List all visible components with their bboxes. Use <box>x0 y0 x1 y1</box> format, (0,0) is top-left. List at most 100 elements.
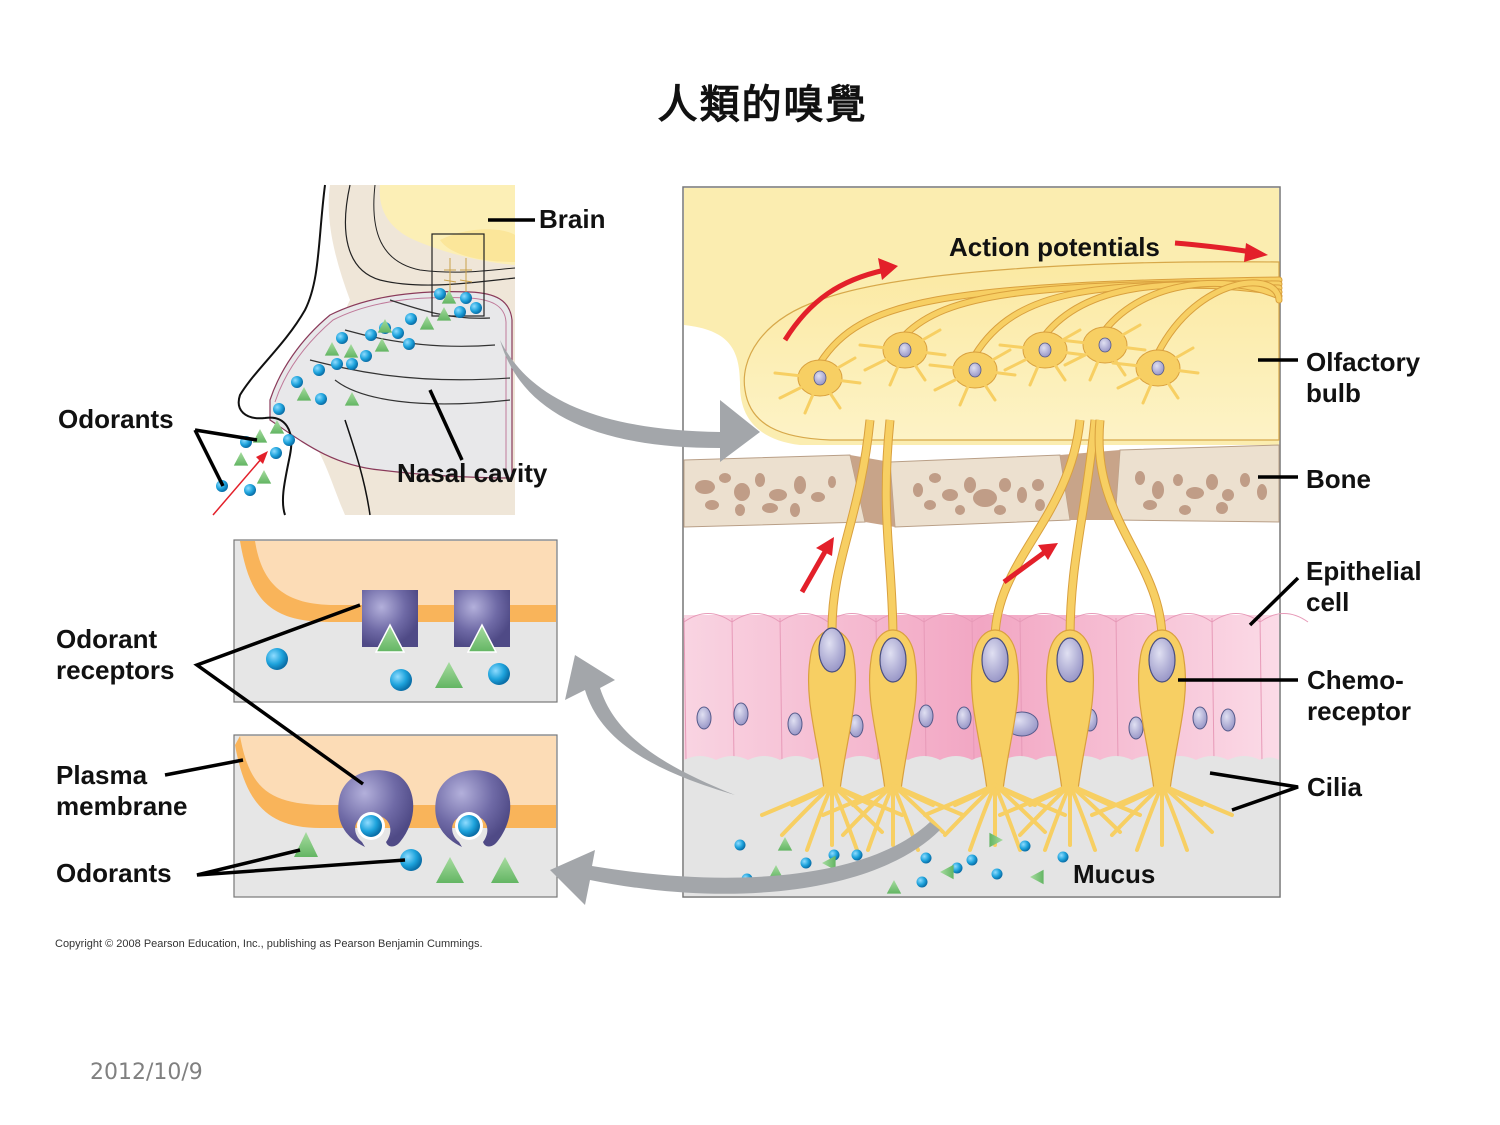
epithelial-cell-top <box>683 613 733 623</box>
leader-lines <box>164 218 1300 877</box>
epithelial-cell-border <box>1259 617 1263 761</box>
odorant-molecule-triangle <box>441 290 457 304</box>
cilium <box>891 783 935 807</box>
chemoreceptor-nucleus <box>1148 637 1176 683</box>
odorant-molecule-sphere <box>403 338 415 350</box>
chemoreceptor-axon-fill <box>828 419 874 631</box>
epithelial-cell-top <box>875 613 925 623</box>
bone-pore <box>1216 502 1228 514</box>
mitral-nucleus <box>968 362 982 378</box>
odorant-molecule-triangle <box>269 420 285 434</box>
cilium <box>953 783 997 807</box>
odorant-molecule-sphere <box>454 306 466 318</box>
chemoreceptor-axon-fill <box>991 419 1084 641</box>
bone-pore <box>1135 471 1145 485</box>
odorant-molecule-sphere <box>392 327 404 339</box>
bone-pore <box>1143 500 1157 510</box>
mitral-dendrite <box>973 348 1012 372</box>
cilium <box>1160 783 1189 852</box>
epithelial-cell-top <box>731 613 781 623</box>
odorant-molecule-triangle <box>324 342 340 356</box>
epithelial-cell-top <box>923 613 973 623</box>
bone-pore <box>955 505 965 515</box>
signal-arrow-axon-1 <box>799 548 829 594</box>
mitral-dendrite <box>903 348 947 357</box>
odorant-molecule-sphere <box>1019 840 1031 852</box>
odorant-molecule-triangle <box>377 319 393 333</box>
bone-pore <box>942 489 958 501</box>
odorant-molecule-sphere <box>270 447 282 459</box>
mitral-dendrite <box>1043 348 1087 357</box>
odorant-molecule-sphere <box>405 313 417 325</box>
cilium <box>830 783 859 852</box>
mitral-dendrite <box>863 348 907 372</box>
odorant-molecule-triangle <box>374 338 390 352</box>
odorant-molecule-sphere <box>460 292 472 304</box>
odorant-molecule-sphere <box>851 849 863 861</box>
epithelial-cell-border <box>731 617 735 761</box>
cilium <box>851 783 895 807</box>
mitral-axon-fill <box>1155 280 1282 356</box>
mucus-odorants <box>734 832 1069 894</box>
cilium <box>790 783 834 807</box>
chemoreceptor-nucleus <box>981 637 1009 683</box>
cilium <box>1068 783 1112 807</box>
label-odorants-head: Odorants <box>58 404 174 434</box>
bone-pore <box>1222 489 1234 501</box>
epithelial-cell-border <box>683 617 687 761</box>
mitral-dendrite <box>933 368 977 392</box>
odorant-receptor-bound <box>338 770 414 847</box>
mitral-dendrite <box>903 328 942 352</box>
odorant-molecule-sphere <box>966 854 978 866</box>
bone-pore <box>734 483 750 501</box>
odorant-molecule-triangle <box>940 864 954 880</box>
odorant-molecule-triangle <box>256 470 272 484</box>
epithelial-nucleus <box>787 712 803 736</box>
odorant-molecule-sphere <box>920 852 932 864</box>
odorant-molecule-sphere <box>313 364 325 376</box>
bone-pore <box>1032 479 1044 491</box>
bone-pore <box>994 505 1006 515</box>
epithelial-nucleus <box>733 702 749 726</box>
label-odorant-receptors-line2: receptors <box>56 655 175 685</box>
head-odorants <box>216 288 482 496</box>
odorant-molecule-sphere <box>315 393 327 405</box>
bone-pore <box>1186 487 1204 499</box>
odorant-molecule-sphere <box>470 302 482 314</box>
odorant-molecule-sphere <box>365 329 377 341</box>
chemoreceptor-nucleus <box>818 627 846 673</box>
mitral-nucleus <box>813 370 827 386</box>
odorant-molecule-triangle <box>989 832 1003 848</box>
cilium <box>1068 783 1097 852</box>
bone-pore <box>913 483 923 497</box>
epithelial-nucleus <box>956 706 972 730</box>
signal-arrow-axon-2 <box>1002 549 1047 585</box>
label-plasma-membrane-line2: membrane <box>56 791 188 821</box>
epithelial-nucleus <box>1220 708 1236 732</box>
cilium <box>830 783 874 807</box>
epithelial-cell-top <box>1259 613 1309 623</box>
bone-pore <box>1240 473 1250 487</box>
bone-pore <box>794 476 806 494</box>
odorant-molecule-sphere <box>360 350 372 362</box>
bone-pore <box>1206 474 1218 490</box>
label-action-potentials: Action potentials <box>949 232 1160 262</box>
bone-pore <box>1152 481 1164 499</box>
chemoreceptor-nucleus <box>1056 637 1084 683</box>
bone-pore <box>1173 474 1183 486</box>
odorant-molecule-sphere <box>283 434 295 446</box>
chemoreceptor-axon-fill <box>1066 419 1099 641</box>
chemoreceptor-nucleus <box>879 637 907 683</box>
flow-arrow-to-receptors-bottom <box>550 822 940 905</box>
epithelial-cell-top <box>1163 613 1213 623</box>
label-odorant-receptors-line1: Odorant <box>56 624 158 654</box>
label-chemoreceptor-line2: receptor <box>1307 696 1412 726</box>
slide-date: 2012/10/9 <box>90 1060 203 1085</box>
odorant-molecule-sphere <box>331 358 343 370</box>
cilium <box>1160 783 1204 807</box>
odorant-molecule-sphere <box>800 857 812 869</box>
epithelial-cell-border <box>779 617 783 761</box>
bone-pore <box>1035 499 1045 511</box>
cilium <box>1028 783 1072 807</box>
odorant-molecule-sphere <box>336 332 348 344</box>
